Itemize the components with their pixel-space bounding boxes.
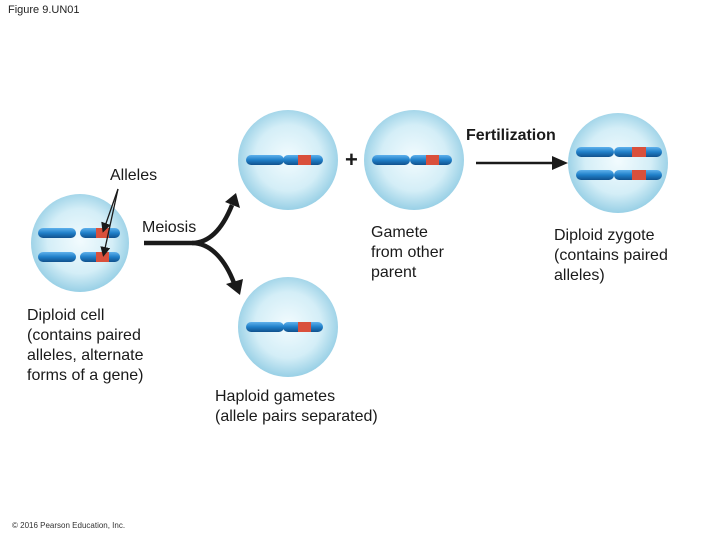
meiosis-arrows <box>144 204 237 284</box>
cell-membrane <box>568 113 668 213</box>
allele-pointers <box>100 188 119 257</box>
label-line: Diploid zygote <box>554 227 655 244</box>
fertilization-arrow <box>476 156 568 170</box>
label-line: alleles, alternate <box>27 347 144 364</box>
allele-band <box>632 170 646 180</box>
label-line: (contains paired <box>554 247 668 264</box>
label-line: Diploid cell <box>27 307 105 324</box>
plus-sign: + <box>345 147 358 172</box>
copyright-notice: © 2016 Pearson Education, Inc. <box>12 521 126 530</box>
label-line: (allele pairs separated) <box>215 408 378 425</box>
arrowhead-up <box>225 193 240 208</box>
gamete-other-parent-label: Gamete from other parent <box>371 223 444 283</box>
meiosis-label: Meiosis <box>142 219 197 236</box>
label-line: Haploid gametes <box>215 388 336 405</box>
allele-band <box>298 155 311 165</box>
label-line: (contains paired <box>27 327 141 344</box>
label-line: from other <box>371 244 444 261</box>
cell-membrane <box>31 194 129 292</box>
allele-band <box>632 147 646 157</box>
figure-label: Figure 9.UN01 <box>8 4 80 16</box>
diploid-cell-label: Diploid cell (contains paired alleles, a… <box>27 306 144 386</box>
allele-band <box>298 322 311 332</box>
diploid-cell <box>31 194 129 292</box>
label-line: parent <box>371 264 417 281</box>
gamete-other-parent <box>364 110 464 210</box>
label-line: alleles) <box>554 267 605 284</box>
allele-band <box>426 155 439 165</box>
arrowhead-down <box>226 279 243 295</box>
fertilization-label: Fertilization <box>466 127 556 144</box>
meiosis-arrow-down <box>191 240 237 284</box>
allele-band <box>96 228 109 238</box>
label-line: Gamete <box>371 224 428 241</box>
haploid-gametes-label: Haploid gametes (allele pairs separated) <box>215 387 378 427</box>
haploid-gamete-top <box>238 110 338 210</box>
allele-band <box>96 252 109 262</box>
haploid-gamete-bottom <box>238 277 338 377</box>
label-line: forms of a gene) <box>27 367 144 384</box>
diploid-zygote-label: Diploid zygote (contains paired alleles) <box>554 226 668 286</box>
diploid-zygote <box>568 113 668 213</box>
alleles-label: Alleles <box>110 167 158 184</box>
